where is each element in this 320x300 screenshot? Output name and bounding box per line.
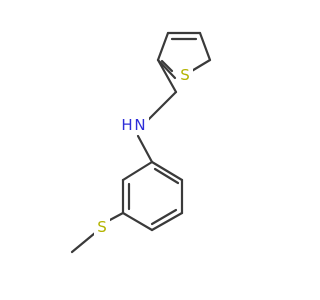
bond-thiophene-c4-c5 — [198, 31, 212, 62]
bond-benzene-c1-c2 — [150, 160, 184, 182]
bond-benzene-c4-c5 — [121, 211, 154, 232]
bond-benzene-c3-c4 — [150, 211, 184, 232]
atom-thiophene-sulfur: S — [177, 65, 193, 85]
bond-thiophene-c2-c3 — [156, 31, 170, 62]
thioether-sulfur-label: S — [97, 218, 107, 236]
thiophene-sulfur-label: S — [180, 66, 190, 84]
bond-benzene-c3-c4-double — [150, 208, 178, 226]
atom-amine: H N — [119, 115, 149, 135]
benzene-ring — [121, 160, 184, 232]
bond-benzene-c6-c1 — [121, 160, 154, 182]
atom-thioether-sulfur: S — [94, 217, 110, 237]
amine-hydrogen-label: H — [121, 116, 132, 134]
bond-thiophene-s-c2-double — [160, 59, 174, 73]
amine-nitrogen-label: N — [134, 116, 145, 134]
bond-s-methyl — [70, 231, 97, 254]
structure-diagram: S H N S — [70, 31, 212, 254]
bond-thiophene-ch2 — [156, 58, 178, 94]
bond-thiophene-c5-s — [188, 58, 212, 74]
bond-benzene-c1-c2-double — [153, 167, 180, 185]
thiophene-ring — [156, 31, 212, 80]
bond-aryl-s — [106, 211, 125, 223]
bond-nh-aryl — [136, 134, 154, 164]
